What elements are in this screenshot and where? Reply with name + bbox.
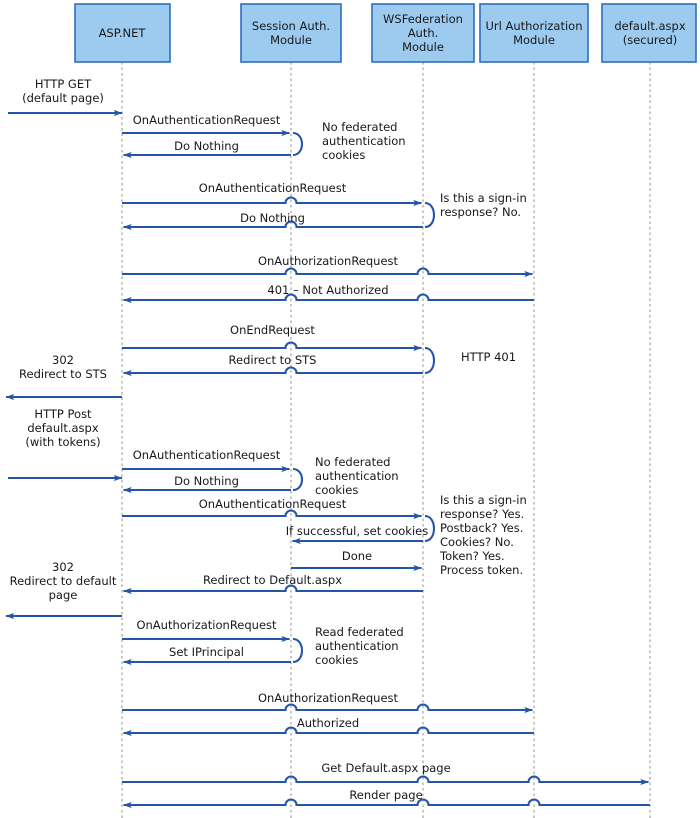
message-label-set-iprincipal: Set IPrincipal <box>169 645 244 659</box>
participant-label-page: default.aspx(secured) <box>614 19 685 47</box>
message-arrow-authorized <box>123 726 534 737</box>
self-return-arc-on-authentication-request-2 <box>424 201 436 229</box>
message-label-get-default-aspx-page: Get Default.aspx page <box>321 761 450 775</box>
message-label-on-authentication-request-3: OnAuthenticationRequest <box>133 448 281 462</box>
message-on-authorization-request-3: OnAuthorizationRequest <box>122 691 533 714</box>
message-arrow-on-end-request <box>122 341 422 352</box>
message-label-on-authorization-request-2: OnAuthorizationRequest <box>136 618 277 632</box>
message-label-redirect-to-default-aspx: Redirect to Default.aspx <box>203 573 342 587</box>
self-return-arc-on-authentication-request-1 <box>292 131 304 157</box>
message-label-401-not-authorized: 401 – Not Authorized <box>267 283 388 297</box>
note-http-401: HTTP 401 <box>461 350 516 364</box>
message-on-authentication-request-1: OnAuthenticationRequest <box>122 113 290 137</box>
participant-aspnet[interactable]: ASP.NET <box>74 3 171 63</box>
message-do-nothing-1: Do Nothing <box>123 139 291 159</box>
message-do-nothing-3: Do Nothing <box>123 474 291 494</box>
message-authorized: Authorized <box>123 716 534 737</box>
message-label-on-end-request: OnEndRequest <box>230 323 315 337</box>
message-on-authentication-request-4: OnAuthenticationRequest <box>122 497 422 520</box>
message-label-on-authentication-request-1: OnAuthenticationRequest <box>133 113 281 127</box>
participant-session[interactable]: Session Auth.Module <box>240 3 342 63</box>
message-arrow-on-authentication-request-4 <box>122 509 422 520</box>
message-label-if-successful-set-cookies: If successful, set cookies <box>286 524 428 538</box>
message-render-page: Render page <box>123 788 650 809</box>
message-on-end-request: OnEndRequest <box>122 323 422 352</box>
external-label-http-get-default-page: HTTP GET(default page) <box>22 77 104 105</box>
message-label-render-page: Render page <box>349 788 422 802</box>
message-set-iprincipal: Set IPrincipal <box>123 645 291 666</box>
message-arrow-on-authentication-request-2 <box>122 196 422 207</box>
self-return-arc-on-authorization-request-2 <box>292 637 304 664</box>
message-label-on-authentication-request-4: OnAuthenticationRequest <box>199 497 347 511</box>
self-return-arc-on-authentication-request-4 <box>424 514 436 543</box>
self-return-arc-on-authentication-request-3 <box>292 467 304 492</box>
message-label-do-nothing-1: Do Nothing <box>174 139 239 153</box>
message-done: Done <box>291 549 422 572</box>
message-label-done: Done <box>342 549 372 563</box>
message-get-default-aspx-page: Get Default.aspx page <box>122 761 649 786</box>
participant-page[interactable]: default.aspx(secured) <box>601 3 697 63</box>
external-message-http-get-default-page: HTTP GET(default page) <box>8 77 123 117</box>
participant-label-session: Session Auth.Module <box>252 19 330 47</box>
message-label-do-nothing-2: Do Nothing <box>240 211 305 225</box>
message-arrow-on-authorization-request-1 <box>122 267 533 278</box>
message-label-do-nothing-3: Do Nothing <box>174 474 239 488</box>
message-401-not-authorized: 401 – Not Authorized <box>123 283 534 304</box>
message-redirect-to-default-aspx: Redirect to Default.aspx <box>123 573 423 595</box>
message-arrow-render-page <box>123 798 650 809</box>
message-label-on-authentication-request-2: OnAuthenticationRequest <box>199 181 347 195</box>
message-on-authentication-request-3: OnAuthenticationRequest <box>122 448 290 473</box>
message-on-authentication-request-2: OnAuthenticationRequest <box>122 181 422 207</box>
message-label-on-authorization-request-3: OnAuthorizationRequest <box>258 691 399 705</box>
message-on-authorization-request-1: OnAuthorizationRequest <box>122 254 533 278</box>
participant-label-aspnet: ASP.NET <box>99 26 147 40</box>
message-arrow-on-authorization-request-3 <box>122 703 533 714</box>
message-if-successful-set-cookies: If successful, set cookies <box>286 524 428 545</box>
self-return-arc-on-end-request <box>424 346 436 375</box>
message-arrow-redirect-to-sts <box>123 366 423 377</box>
message-redirect-to-sts: Redirect to STS <box>123 353 423 377</box>
message-label-redirect-to-sts: Redirect to STS <box>229 353 317 367</box>
message-label-authorized: Authorized <box>297 716 359 730</box>
message-arrow-do-nothing-2 <box>123 220 423 231</box>
message-arrow-redirect-to-default-aspx <box>123 584 423 595</box>
message-arrow-401-not-authorized <box>123 293 534 304</box>
message-label-on-authorization-request-1: OnAuthorizationRequest <box>258 254 399 268</box>
message-on-authorization-request-2: OnAuthorizationRequest <box>122 618 290 643</box>
message-arrow-get-default-aspx-page <box>122 775 649 786</box>
message-do-nothing-2: Do Nothing <box>123 211 423 231</box>
